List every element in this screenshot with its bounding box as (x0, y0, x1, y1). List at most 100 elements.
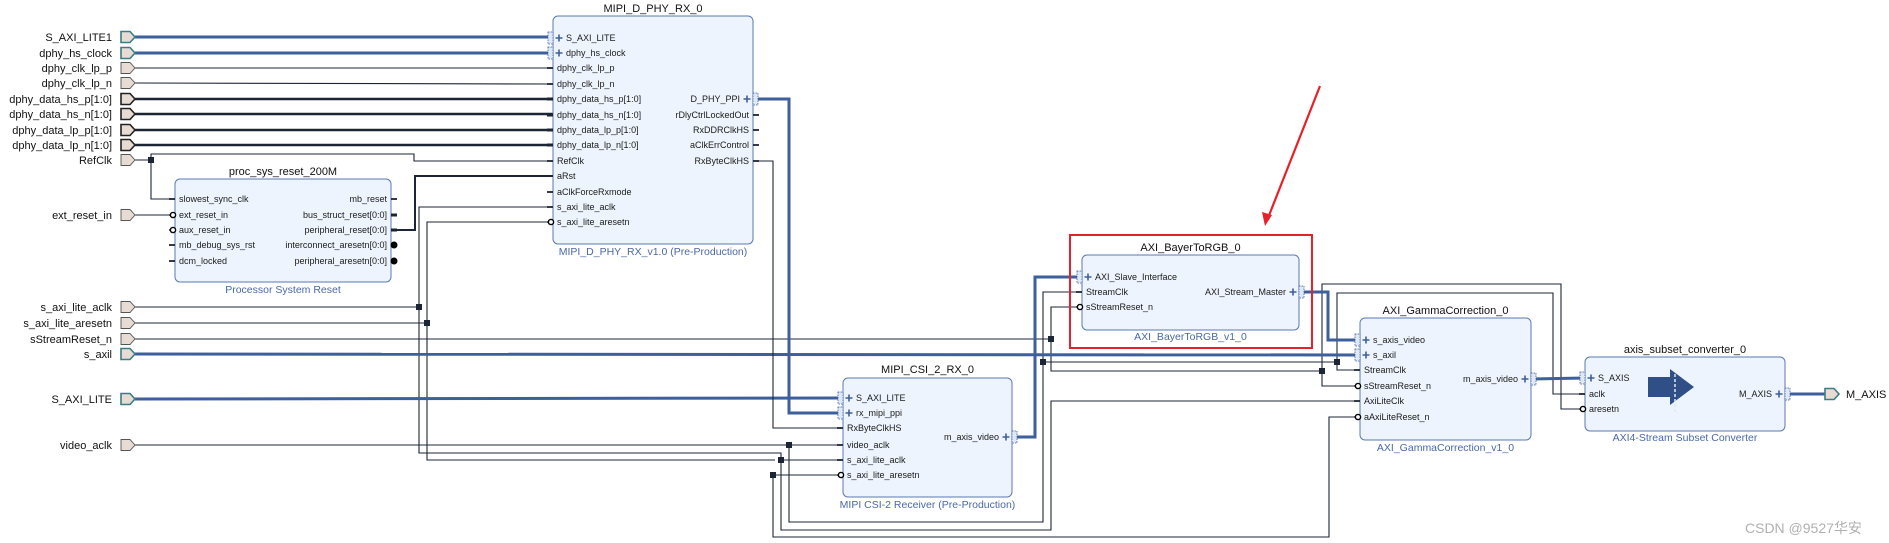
pin-m-axis[interactable]: M_AXIS (1739, 387, 1791, 401)
port-icon[interactable] (120, 46, 137, 60)
port-label[interactable]: video_aclk (60, 440, 112, 452)
port-icon[interactable] (120, 77, 136, 89)
expand-plus-icon[interactable] (743, 95, 751, 103)
expand-plus-icon[interactable] (1521, 375, 1529, 383)
expand-plus-icon[interactable] (555, 34, 563, 42)
pin-slowest-sync-clk[interactable]: slowest_sync_clk (169, 194, 249, 204)
pin-bus-struct-reset-0-0-[interactable]: bus_struct_reset[0:0] (303, 210, 397, 220)
pin-rxbyteclkhs[interactable]: RxByteClkHS (694, 156, 759, 166)
port-icon[interactable] (120, 30, 137, 44)
pin-dphy-data-hs-p-1-0-[interactable]: dphy_data_hs_p[1:0] (547, 94, 641, 104)
port-icon[interactable] (120, 209, 136, 221)
port-icon[interactable] (120, 138, 137, 152)
port-label[interactable]: S_AXI_LITE (51, 394, 112, 406)
expand-plus-icon[interactable] (1362, 336, 1370, 344)
port-label[interactable]: dphy_clk_lp_n (42, 78, 112, 90)
pin-m-axis-video[interactable]: m_axis_video (1463, 372, 1537, 386)
pin-rdlyctrllockedout[interactable]: rDlyCtrlLockedOut (675, 110, 759, 120)
pin-s-axis[interactable]: S_AXIS (1579, 371, 1630, 385)
pin-interconnect-aresetn-0-0-[interactable]: interconnect_aresetn[0:0] (285, 240, 398, 250)
pin-s-axil[interactable]: s_axil (1354, 348, 1396, 362)
port-label[interactable]: s_axi_lite_aclk (40, 302, 112, 314)
pin-dphy-data-hs-n-1-0-[interactable]: dphy_data_hs_n[1:0] (547, 110, 641, 120)
pin-dphy-data-lp-n-1-0-[interactable]: dphy_data_lp_n[1:0] (547, 140, 639, 150)
pin-streamclk[interactable]: StreamClk (1354, 365, 1407, 375)
expand-plus-icon[interactable] (1084, 273, 1092, 281)
pin-video-aclk[interactable]: video_aclk (837, 440, 890, 450)
port-label[interactable]: dphy_data_hs_n[1:0] (9, 109, 112, 121)
pin-aclkforcerxmode[interactable]: aClkForceRxmode (547, 187, 632, 197)
port-icon[interactable] (120, 62, 136, 74)
port-icon[interactable] (120, 92, 137, 106)
pin-dcm-locked[interactable]: dcm_locked (169, 256, 227, 266)
port-label[interactable]: S_AXI_LITE1 (45, 32, 112, 44)
pin-aux-reset-in[interactable]: aux_reset_in (169, 225, 231, 235)
expand-plus-icon[interactable] (1775, 390, 1783, 398)
port-icon[interactable] (120, 107, 137, 121)
output-port-label[interactable]: M_AXIS (1846, 389, 1886, 401)
pin-dphy-data-lp-p-1-0-[interactable]: dphy_data_lp_p[1:0] (547, 125, 639, 135)
port-icon[interactable] (120, 123, 137, 137)
port-label[interactable]: dphy_data_lp_n[1:0] (12, 140, 112, 152)
pin-s-axi-lite-aresetn[interactable]: s_axi_lite_aresetn (837, 470, 920, 480)
port-icon[interactable] (120, 301, 136, 313)
expand-plus-icon[interactable] (1587, 374, 1595, 382)
pin-arst[interactable]: aRst (547, 171, 576, 181)
pin-rx-mipi-ppi[interactable]: rx_mipi_ppi (837, 406, 902, 420)
pin-dphy-hs-clock[interactable]: dphy_hs_clock (547, 46, 626, 60)
pin-rxddrclkhs[interactable]: RxDDRClkHS (693, 125, 759, 135)
port-icon[interactable] (120, 317, 136, 329)
output-port-icon[interactable] (1824, 387, 1841, 401)
pin-refclk[interactable]: RefClk (547, 156, 585, 166)
pin-aresetn[interactable]: aresetn (1579, 404, 1619, 414)
port-label[interactable]: dphy_hs_clock (39, 48, 112, 60)
expand-plus-icon[interactable] (845, 394, 853, 402)
port-label[interactable]: RefClk (79, 155, 113, 167)
port-label[interactable]: s_axi_lite_aresetn (23, 318, 112, 330)
pin-peripheral-aresetn-0-0-[interactable]: peripheral_aresetn[0:0] (294, 256, 398, 266)
pin-s-axi-lite[interactable]: S_AXI_LITE (837, 391, 906, 405)
pin-s-axi-lite[interactable]: S_AXI_LITE (547, 31, 616, 45)
pin-m-axis-video[interactable]: m_axis_video (944, 430, 1018, 444)
pin-mb-reset[interactable]: mb_reset (349, 194, 397, 204)
pin-sstreamreset-n[interactable]: sStreamReset_n (1076, 302, 1153, 312)
pin-d-phy-ppi[interactable]: D_PHY_PPI (690, 92, 759, 106)
pin-rxbyteclkhs[interactable]: RxByteClkHS (837, 423, 902, 433)
pin-aclkerrcontrol[interactable]: aClkErrControl (690, 140, 759, 150)
pin-s-axis-video[interactable]: s_axis_video (1354, 333, 1425, 347)
expand-plus-icon[interactable] (845, 409, 853, 417)
port-icon[interactable] (120, 333, 136, 345)
pin-axi-stream-master[interactable]: AXI_Stream_Master (1205, 285, 1305, 299)
port-label[interactable]: ext_reset_in (52, 210, 112, 222)
port-icon[interactable] (120, 439, 136, 451)
port-icon[interactable] (120, 154, 136, 166)
pin-ext-reset-in[interactable]: ext_reset_in (169, 210, 228, 220)
port-label[interactable]: dphy_clk_lp_p (42, 63, 112, 75)
pin-axi-slave-interface[interactable]: AXI_Slave_Interface (1076, 270, 1177, 284)
port-label[interactable]: dphy_data_hs_p[1:0] (9, 94, 112, 106)
pin-streamclk[interactable]: StreamClk (1076, 287, 1129, 297)
expand-plus-icon[interactable] (1289, 288, 1297, 296)
pin-sstreamreset-n[interactable]: sStreamReset_n (1354, 381, 1431, 391)
pin-s-axi-lite-aresetn[interactable]: s_axi_lite_aresetn (547, 217, 630, 227)
port-label[interactable]: sStreamReset_n (30, 334, 112, 346)
block-gamma[interactable]: AXI_GammaCorrection_0AXI_GammaCorrection… (1354, 305, 1537, 454)
expand-plus-icon[interactable] (555, 49, 563, 57)
pin-s-axi-lite-aclk[interactable]: s_axi_lite_aclk (837, 455, 906, 465)
pin-aclk[interactable]: aclk (1579, 389, 1606, 399)
pin-dphy-clk-lp-n[interactable]: dphy_clk_lp_n (547, 79, 615, 89)
port-icon[interactable] (120, 392, 137, 406)
expand-plus-icon[interactable] (1362, 351, 1370, 359)
port-label[interactable]: s_axil (84, 349, 112, 361)
pin-s-axi-lite-aclk[interactable]: s_axi_lite_aclk (547, 202, 616, 212)
expand-plus-icon[interactable] (1002, 433, 1010, 441)
port-icon[interactable] (120, 347, 137, 361)
pin-peripheral-reset-0-0-[interactable]: peripheral_reset[0:0] (304, 225, 397, 235)
pin-aaxilitereset-n[interactable]: aAxiLiteReset_n (1354, 412, 1430, 422)
